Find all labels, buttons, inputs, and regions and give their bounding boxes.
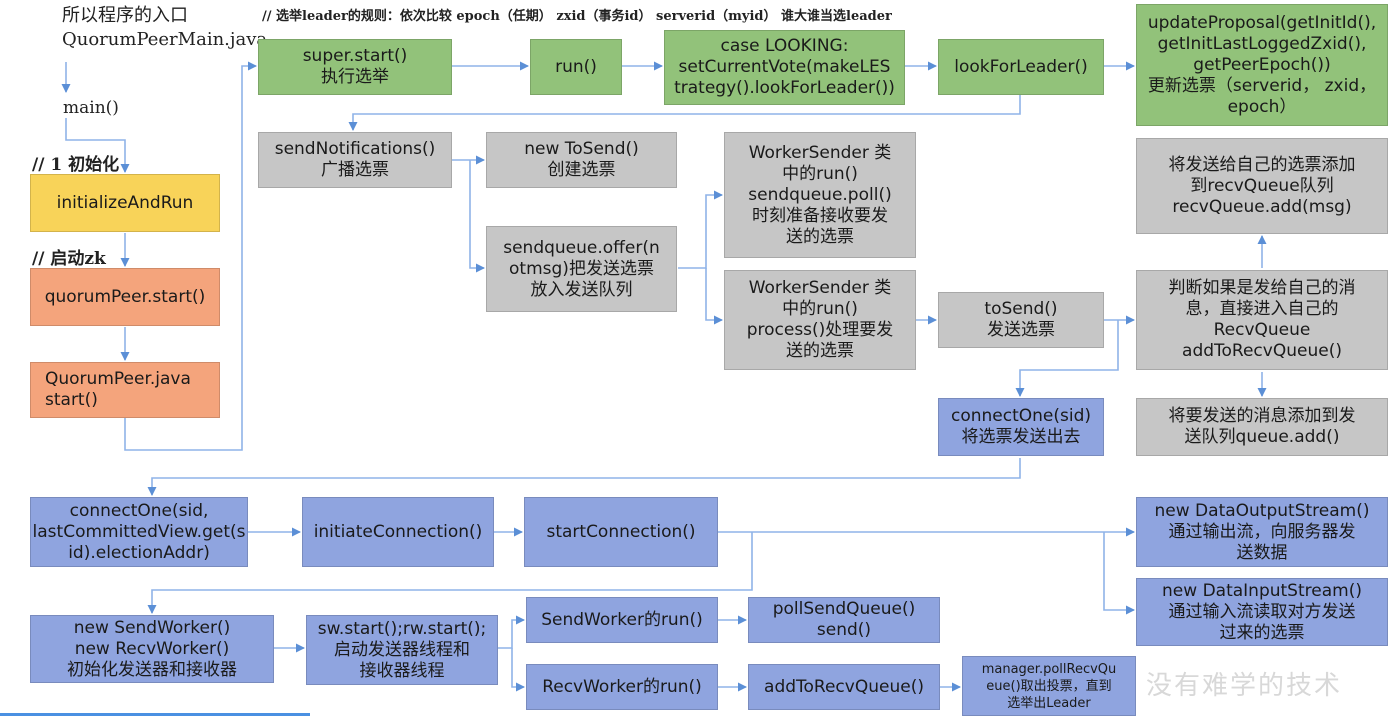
case-looking-node: case LOOKING: setCurrentVote(makeLES tra… (664, 30, 905, 105)
send-notifications-node: sendNotifications() 广播选票 (258, 132, 452, 188)
new-tosend-node: new ToSend() 创建选票 (486, 132, 677, 188)
watermark-text: 没有难学的技术 (1146, 671, 1343, 701)
tosend-node: toSend() 发送选票 (938, 292, 1104, 348)
election-rule-note: // 选举leader的规则：依次比较 epoch（任期） zxid（事务id）… (262, 9, 892, 24)
main-method-label: main() (63, 98, 119, 118)
new-workers-node: new SendWorker() new RecvWorker() 初始化发送器… (30, 615, 274, 683)
run-node: run() (530, 39, 622, 95)
entry-point-note: 所以程序的入口 QuorumPeerMain.java (62, 5, 268, 50)
super-start-node: super.start() 执行选举 (258, 39, 452, 95)
recv-worker-run-node: RecvWorker的run() (526, 664, 718, 710)
data-input-stream-node: new DataInputStream() 通过输入流读取对方发送 过来的选票 (1136, 578, 1388, 646)
send-worker-run-node: SendWorker的run() (526, 597, 718, 643)
quorum-peer-java-start-node: QuorumPeer.java start() (30, 362, 220, 418)
connect-one-full-node: connectOne(sid, lastCommittedView.get(s … (30, 497, 248, 567)
poll-send-queue-node: pollSendQueue() send() (748, 597, 940, 643)
add-to-recv-self-node: 将发送给自己的选票添加 到recvQueue队列 recvQueue.add(m… (1136, 138, 1388, 234)
sendqueue-offer-node: sendqueue.offer(n otmsg)把发送选票 放入发送队列 (486, 226, 677, 312)
manager-poll-recv-queue-node: manager.pollRecvQu eue()取出投票，直到 选举出Leade… (962, 656, 1136, 716)
connect-one-sid-node: connectOne(sid) 将选票发送出去 (938, 398, 1104, 456)
init-comment: // 1 初始化 (32, 155, 120, 175)
look-for-leader-node: lookForLeader() (938, 39, 1104, 95)
start-zk-comment: // 启动zk (32, 249, 106, 269)
initiate-connection-node: initiateConnection() (302, 497, 494, 567)
worker-sender-poll-node: WorkerSender 类 中的run() sendqueue.poll() … (724, 132, 916, 258)
data-output-stream-node: new DataOutputStream() 通过输出流，向服务器发 送数据 (1136, 497, 1388, 567)
start-connection-node: startConnection() (524, 497, 718, 567)
add-to-recv-queue-node: addToRecvQueue() (748, 664, 940, 710)
sw-rw-start-node: sw.start();rw.start(); 启动发送器线程和 接收器线程 (306, 615, 498, 685)
progress-bar (0, 713, 310, 716)
quorum-peer-start-node: quorumPeer.start() (30, 268, 220, 326)
judge-self-message-node: 判断如果是发给自己的消 息，直接进入自己的 RecvQueue addToRec… (1136, 270, 1388, 370)
initialize-and-run-node: initializeAndRun (30, 174, 220, 232)
worker-sender-process-node: WorkerSender 类 中的run() process()处理要发 送的选… (724, 270, 916, 370)
update-proposal-node: updateProposal(getInitId(), getInitLastL… (1136, 4, 1388, 126)
add-send-queue-node: 将要发送的消息添加到发 送队列queue.add() (1136, 398, 1388, 456)
